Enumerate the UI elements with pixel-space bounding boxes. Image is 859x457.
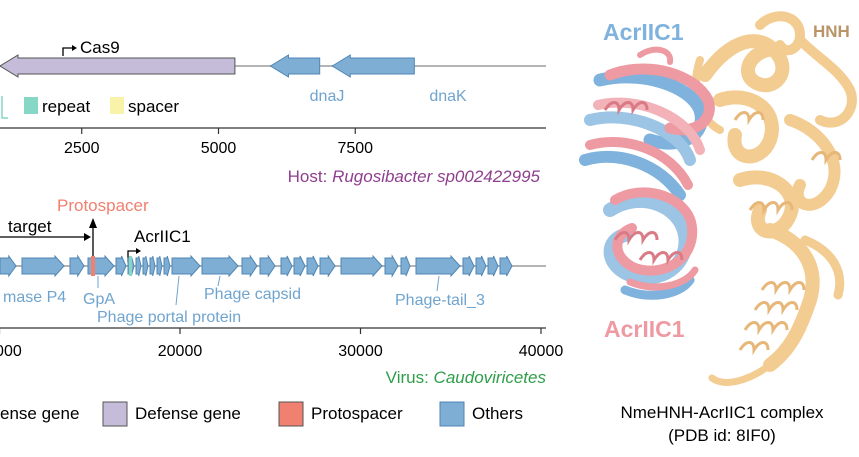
- legend-label-defense: Defense gene: [135, 404, 241, 423]
- host-axis-tick-label: 2500: [64, 140, 100, 157]
- virus-axis: 00000 20000 30000 40000: [0, 327, 564, 360]
- virus-axis-tick-label: 00000: [0, 343, 22, 360]
- gene-label-portal: Phage portal protein: [97, 309, 241, 326]
- cas9-label: Cas9: [80, 38, 120, 57]
- virus-gene-arrow[interactable]: [306, 255, 319, 277]
- hnh-helix-coils: [733, 111, 842, 356]
- hnh-label: HNH: [813, 22, 850, 41]
- virus-gene-arrow[interactable]: [499, 255, 513, 277]
- virus-gene-arrows: [0, 254, 513, 278]
- virus-gene-arrow[interactable]: [156, 255, 163, 277]
- virus-gene-arrow[interactable]: [0, 254, 17, 278]
- gene-label-capsid: Phage capsid: [204, 286, 301, 303]
- virus-gene-arrow[interactable]: [149, 255, 156, 277]
- host-axis-tick-label: 7500: [337, 140, 373, 157]
- dnaj-label: dnaJ: [310, 88, 345, 105]
- gene-label-tail: Phage-tail_3: [395, 292, 485, 309]
- virus-gene-arrow[interactable]: [142, 255, 149, 277]
- repeat-label: repeat: [42, 97, 90, 116]
- acriic1-gene-label: AcrIIC1: [134, 227, 191, 246]
- host-axis: 2500 5000 7500: [0, 127, 546, 157]
- dnaj-gene-arrow[interactable]: [269, 54, 321, 78]
- host-axis-tick-label: 5000: [201, 140, 237, 157]
- virus-gene-arrow[interactable]: [21, 254, 65, 278]
- virus-gene-arrow[interactable]: [462, 255, 475, 277]
- virus-gene-arrow[interactable]: [293, 255, 306, 277]
- gene-label-gpa: GpA: [83, 291, 115, 308]
- repeat-swatch: [24, 97, 38, 114]
- target-arrowhead: [84, 233, 91, 241]
- legend-swatch-protospacer: [278, 401, 304, 427]
- structure-caption-line1: NmeHNH-AcrIIC1 complex: [620, 403, 824, 422]
- dnak-gene-arrow[interactable]: [331, 54, 415, 78]
- virus-gene-arrow[interactable]: [259, 254, 276, 278]
- virus-gene-arrow[interactable]: [69, 254, 85, 278]
- acriic1-pink-label: AcrIIC1: [604, 316, 685, 342]
- cas9-gene-arrow[interactable]: [0, 54, 236, 78]
- virus-gene-arrow[interactable]: [415, 254, 461, 278]
- cas9-promoter-arrowhead: [72, 45, 77, 51]
- host-track: Cas9 dnaJ dnaK repeat spacer 2500 5000 7…: [0, 38, 546, 186]
- virus-gene-arrow[interactable]: [400, 255, 411, 277]
- virus-axis-tick-label: 30000: [338, 343, 383, 360]
- virus-gene-arrow[interactable]: [384, 254, 399, 278]
- virus-gene-arrow[interactable]: [163, 255, 171, 277]
- protein-structure-rendering: AcrIIC1 AcrIIC1 HNH NmeHNH-AcrIIC1 compl…: [579, 11, 857, 445]
- acriic1-promoter-arrowhead: [136, 248, 141, 254]
- virus-gene-arrow[interactable]: [171, 254, 201, 278]
- capsid-leader: [217, 275, 221, 287]
- spacer-swatch: [110, 97, 124, 114]
- legend-swatch-others: [439, 401, 465, 427]
- acriic1-blue-ribbon: [579, 70, 708, 300]
- spacer-label: spacer: [128, 97, 179, 116]
- acriic1-blue-label: AcrIIC1: [603, 19, 684, 45]
- protospacer-pointer-head: [89, 218, 97, 228]
- virus-track: Protospacer target AcrIIC1 mase P4 GpA P…: [0, 196, 563, 387]
- virus-gene-arrow[interactable]: [340, 254, 383, 278]
- acriic1-gene-mark[interactable]: [129, 256, 132, 276]
- array-bracket: [1, 96, 8, 119]
- gene-label-polymerase: mase P4: [3, 289, 66, 306]
- virus-gene-arrow[interactable]: [319, 254, 336, 278]
- cas9-promoter-arrow: [62, 47, 72, 56]
- legend-label-protospacer: Protospacer: [311, 404, 403, 423]
- structure-caption-line2: (PDB id: 8IF0): [668, 426, 776, 445]
- virus-gene-arrow[interactable]: [115, 255, 127, 277]
- virus-axis-tick-label: 20000: [158, 343, 203, 360]
- portal-leader: [175, 275, 180, 306]
- dnak-label: dnaK: [429, 88, 467, 105]
- virus-gene-arrow[interactable]: [475, 255, 487, 277]
- protospacer-label: Protospacer: [57, 196, 149, 215]
- tail-leader: [436, 275, 440, 292]
- virus-gene-arrow[interactable]: [135, 255, 142, 277]
- legend-label-partial: ense gene: [0, 404, 79, 423]
- acriic1-helix-coils: [603, 101, 684, 266]
- protospacer-mark[interactable]: [91, 256, 95, 276]
- host-species-label: Host: Rugosibacter sp002422995: [288, 167, 541, 186]
- virus-gene-arrow[interactable]: [487, 255, 499, 277]
- virus-gene-arrow[interactable]: [241, 254, 258, 278]
- legend: ense gene Defense gene Protospacer Other…: [0, 401, 523, 427]
- virus-gene-arrow[interactable]: [280, 255, 293, 277]
- target-label: target: [8, 217, 52, 236]
- legend-swatch-defense: [102, 401, 128, 427]
- virus-gene-arrow[interactable]: [201, 254, 239, 278]
- virus-axis-tick-label: 40000: [519, 343, 564, 360]
- legend-label-others: Others: [472, 404, 523, 423]
- virus-species-label: Virus: Caudoviricetes: [386, 368, 547, 387]
